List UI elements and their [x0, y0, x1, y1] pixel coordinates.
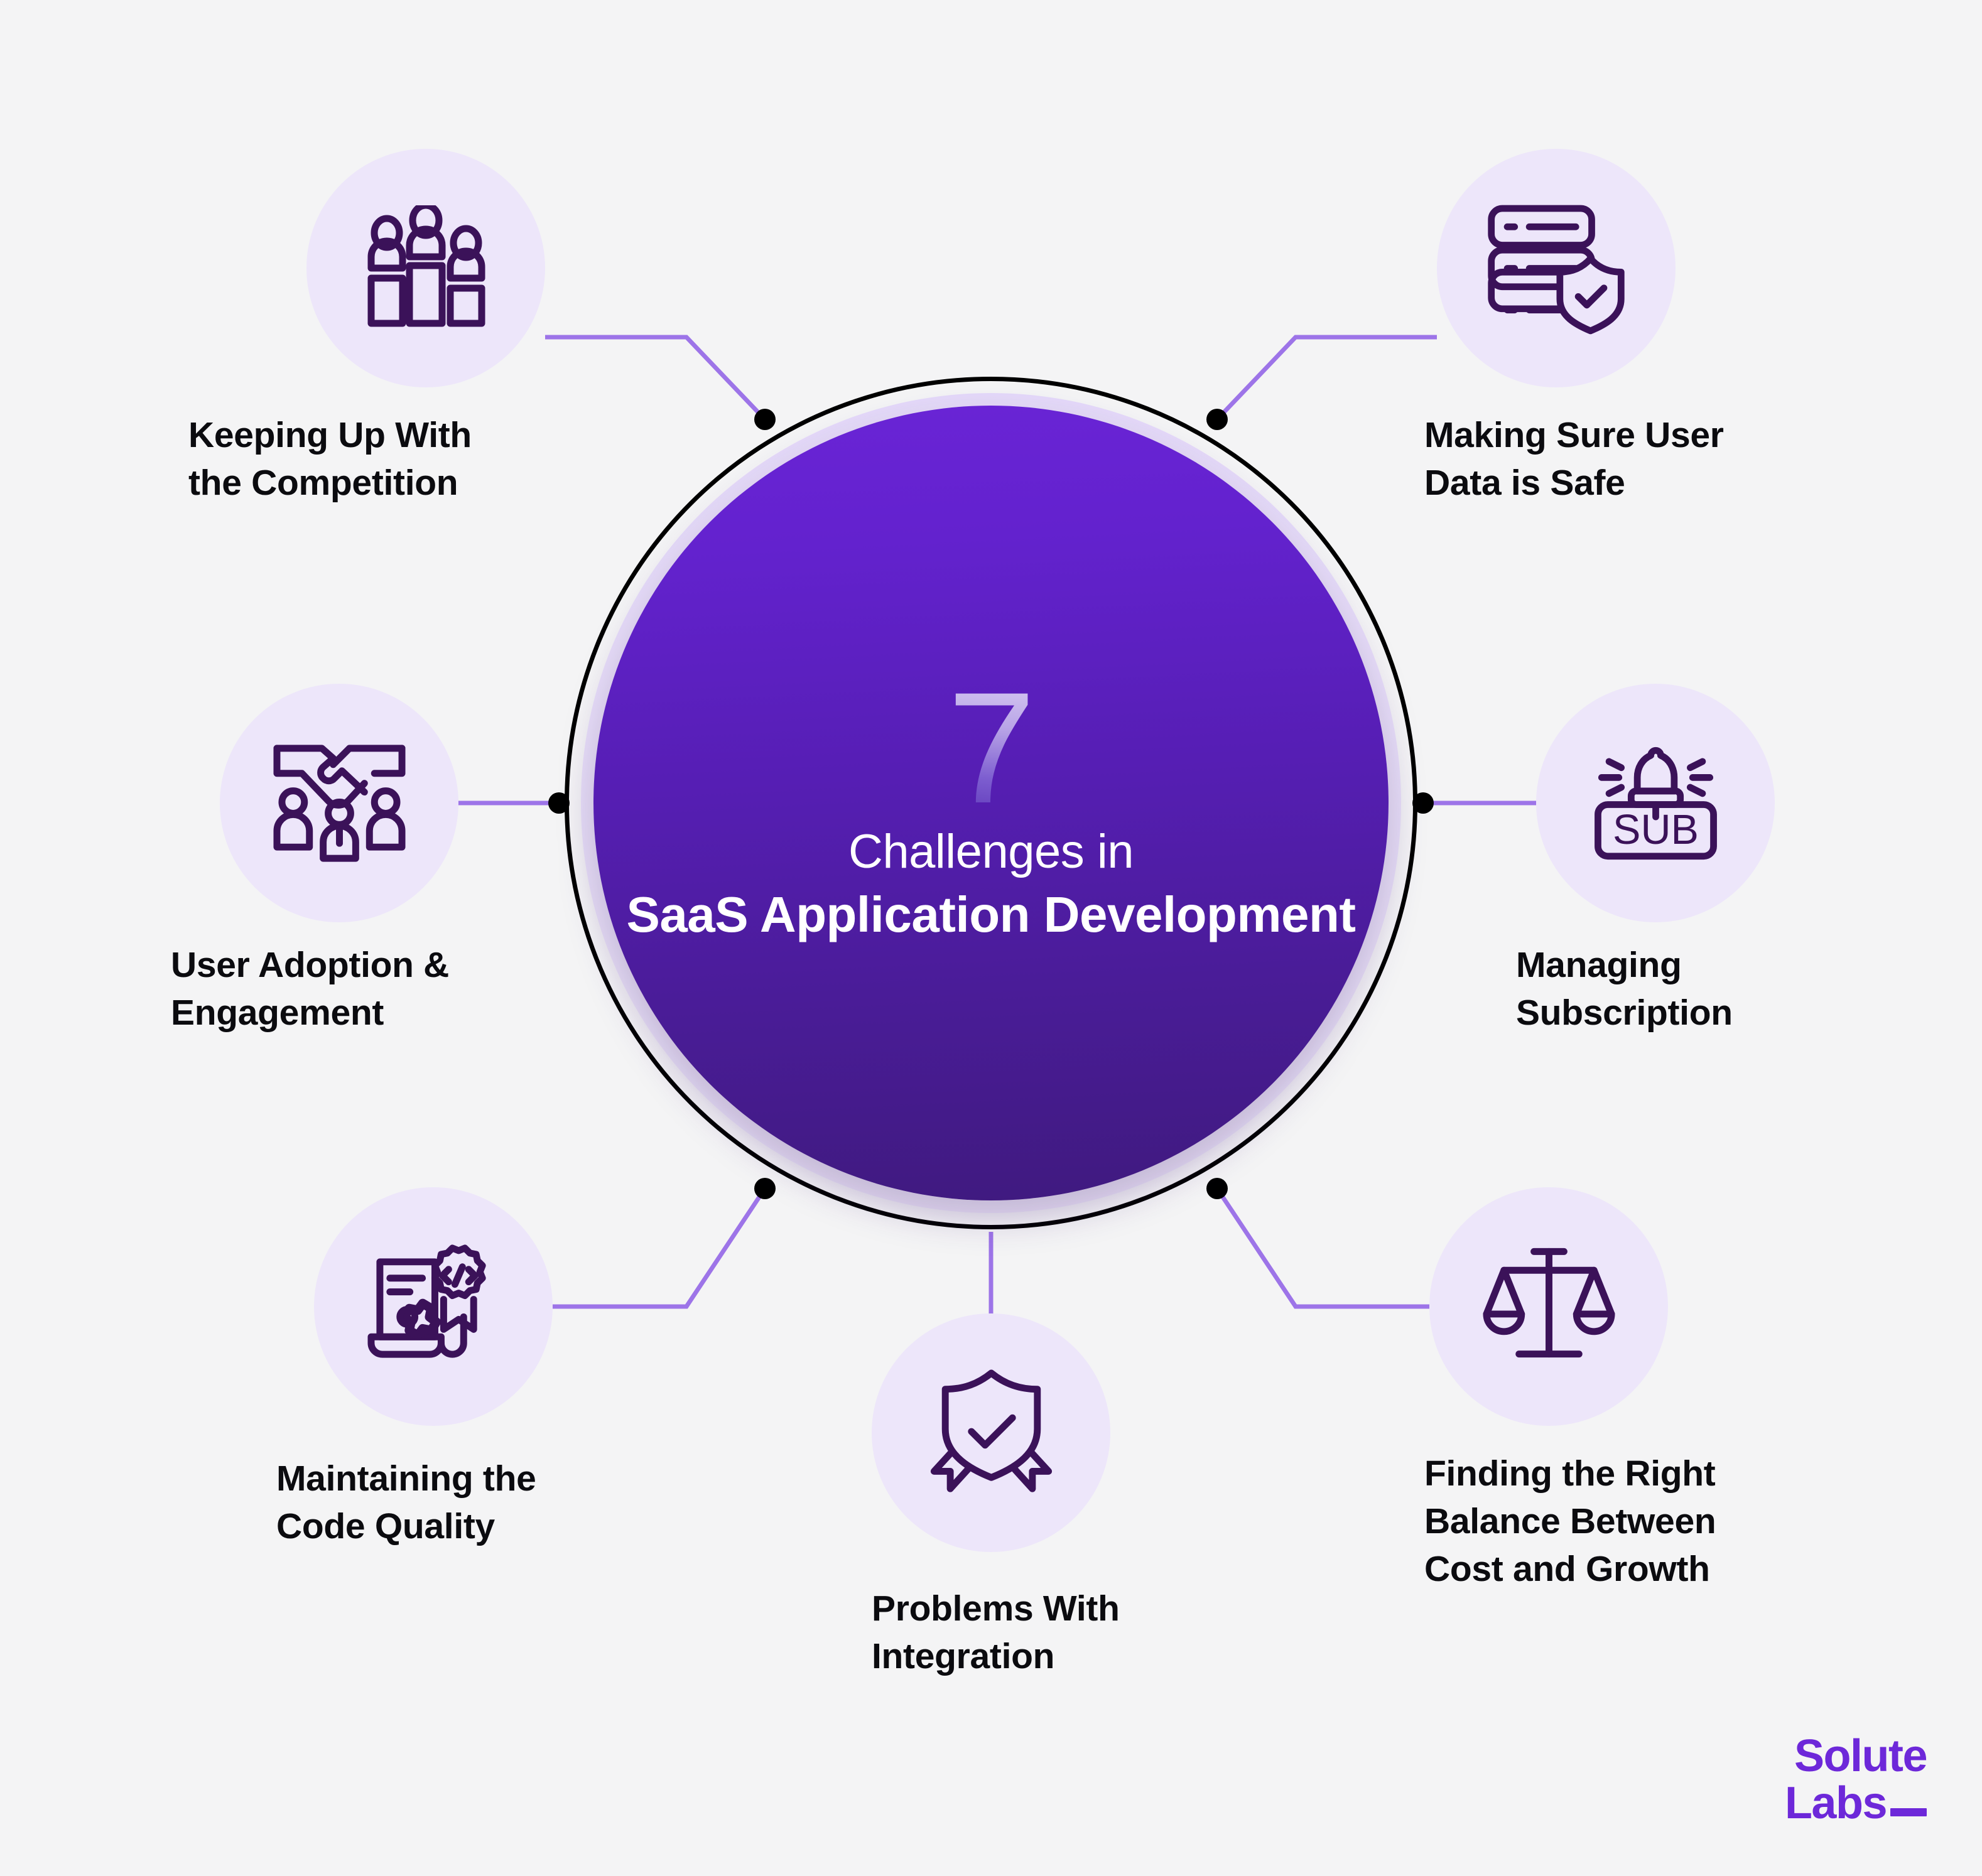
- code-quality-badge: [314, 1187, 553, 1426]
- cost-growth-label: Finding the Right Balance Between Cost a…: [1424, 1453, 1716, 1589]
- integration-badge: [872, 1313, 1110, 1552]
- code-certificate-gear-icon: [363, 1239, 504, 1374]
- competition-label: Keeping Up With the Competition: [188, 415, 472, 503]
- subscription-label: Managing Subscription: [1516, 945, 1733, 1033]
- wire-cost-growth: [1215, 1187, 1429, 1309]
- solute-labs-logo[interactable]: Solute Labs: [1785, 1731, 1928, 1827]
- wire-code-quality: [553, 1187, 767, 1309]
- handshake-people-icon: [269, 736, 410, 871]
- subscription-sign-text: SUB: [1613, 807, 1699, 853]
- hub-number: 7: [947, 659, 1036, 836]
- balance-scales-icon: [1481, 1244, 1616, 1369]
- hub-outer-ring: [565, 377, 1417, 1229]
- subscription-bell-sign-icon: SUB: [1582, 739, 1730, 868]
- user-adoption-badge: [220, 684, 458, 922]
- user-adoption-label: User Adoption & Engagement: [171, 945, 450, 1033]
- code-quality-label: Maintaining the Code Quality: [276, 1458, 536, 1546]
- server-shield-check-icon: [1484, 201, 1628, 336]
- shield-check-ribbon-icon: [924, 1367, 1059, 1499]
- data-safety-badge: [1437, 149, 1676, 387]
- hub-circle: 7 Challenges in SaaS Application Develop…: [593, 406, 1389, 1200]
- logo-line-2: Labs: [1784, 1778, 1888, 1829]
- hub-title: SaaS Application Development: [626, 887, 1356, 943]
- cost-growth-badge: [1429, 1187, 1668, 1426]
- logo-line-2-wrap: Labs: [1785, 1780, 1927, 1827]
- data-safety-label: Making Sure User Data is Safe: [1424, 415, 1724, 503]
- hub-subtitle: Challenges in: [848, 825, 1134, 879]
- integration-label: Problems With Integration: [872, 1588, 1120, 1676]
- logo-line-1: Solute: [1794, 1731, 1928, 1782]
- people-podium-chart-icon: [350, 205, 501, 331]
- logo-underscore-icon: [1890, 1808, 1927, 1817]
- subscription-badge: SUB: [1536, 684, 1775, 922]
- competition-badge: [306, 149, 545, 387]
